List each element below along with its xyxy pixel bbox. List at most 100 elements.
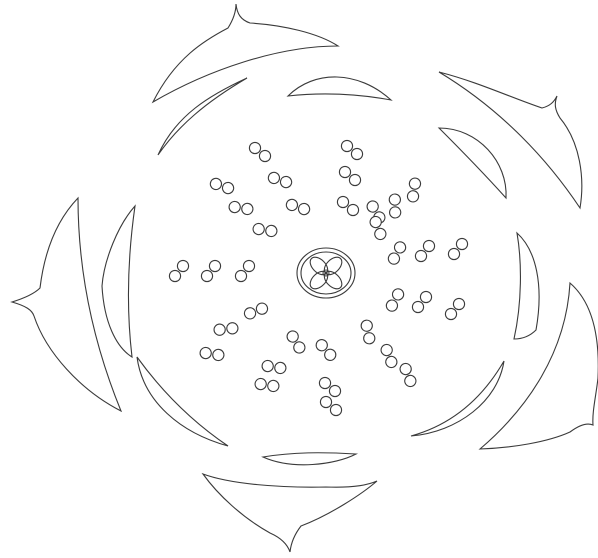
stamen-icon [400,176,427,204]
stamen-icon [319,377,340,396]
anther-lobe [297,202,311,216]
anther-lobe [330,404,341,415]
stamen-icon [251,216,279,243]
carpels [307,254,345,292]
inner-perianth-segment [514,233,539,339]
stamen-icon [212,315,241,344]
anther-lobe [320,396,331,407]
anther-lobe [407,176,422,191]
anther-lobe [285,198,299,212]
anther-lobe [405,189,420,204]
anther-lobe [387,192,403,208]
anther-lobe [198,345,213,360]
anther-lobe [341,140,352,151]
anther-lobe [420,291,431,302]
anther-lobe [412,301,423,312]
anther-lobe [177,260,188,271]
anther-lobe [385,299,398,312]
inner-perianth-segment [288,77,391,100]
stamen-icon [201,260,220,281]
stamen-icon [354,318,383,346]
anther-lobe [387,205,403,221]
anther-lobe [392,288,405,301]
anther-lobe [398,361,413,376]
anther-lobe [359,318,375,334]
anther-lobe [453,298,464,309]
stamen-icon [209,173,235,198]
anther-lobe [351,148,362,159]
anther-lobe [249,142,260,153]
anther-lobe [445,308,456,319]
anther-lobe [221,181,235,195]
anther-lobe [448,248,459,259]
stamen-icon [394,361,422,388]
stamen-icon [375,342,403,369]
anther-lobe [319,377,330,388]
anther-lobe [349,174,360,185]
anther-lobe [212,322,228,338]
stamen-icon [227,194,255,221]
anther-lobe [337,196,348,207]
anther-lobe [329,385,340,396]
stamen-icon [384,288,407,312]
stamen-icon [364,214,392,241]
anther-lobe [209,260,220,271]
anther-lobe [227,199,242,214]
stamen-icon [320,396,341,415]
anther-lobe [387,252,400,265]
stamen-icon [267,167,293,192]
anther-lobe [361,330,377,346]
stamen-icon [314,339,338,362]
anther-lobe [273,360,288,375]
anther-lobe [264,223,279,238]
stamen-icon [260,353,288,380]
anther-lobe [415,250,426,261]
anther-lobe [211,347,226,362]
stamen-icon [445,298,464,319]
anther-lobe [169,270,180,281]
anther-lobe [254,301,269,316]
stamen-icon [235,260,254,281]
inner-perianth-segment [439,128,506,198]
anther-lobe [235,270,246,281]
anther-lobe [423,240,434,251]
anther-lobe [384,354,399,369]
stamen-icon [337,196,358,215]
stamen-icon [198,340,226,367]
anther-lobe [456,238,467,249]
anther-lobe [394,241,407,254]
androecium [169,140,467,415]
anther-lobe [403,373,418,388]
gynoecium [297,248,355,298]
stamen-icon [339,166,360,185]
stamen-icon [412,291,431,312]
anther-lobe [240,201,255,216]
stamen-icon [253,371,281,398]
inner-perianth-whorl [102,77,539,465]
anther-lobe [339,166,350,177]
stamen-icon [448,238,467,259]
anther-lobe [279,175,293,189]
anther-lobe [242,306,257,321]
anther-lobe [209,177,223,191]
anther-lobe [243,260,254,271]
anther-lobe [324,348,337,361]
stamen-icon [249,142,270,161]
anther-lobe [253,376,268,391]
inner-perianth-segment [411,361,504,436]
anther-lobe [266,378,281,393]
anther-lobe [315,339,328,352]
stamen-icon [283,329,309,354]
anther-lobe [347,204,358,215]
stamen-icon [415,240,434,261]
stamen-icon [242,297,269,325]
anther-lobe [259,150,270,161]
anther-lobe [224,320,240,336]
anther-lobe [201,270,212,281]
anther-lobe [260,358,275,373]
stamen-icon [285,194,311,219]
inner-perianth-segment [137,357,228,446]
anther-lobe [379,342,394,357]
